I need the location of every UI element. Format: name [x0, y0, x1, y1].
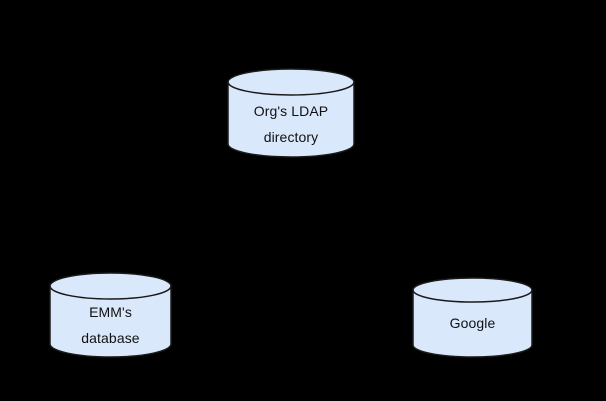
node-emm-database[interactable]: EMM's database — [49, 272, 172, 358]
database-cylinder-icon — [49, 272, 172, 358]
node-google[interactable]: Google — [412, 277, 533, 358]
database-cylinder-icon — [227, 68, 355, 158]
database-cylinder-icon — [412, 277, 533, 358]
node-org-ldap-directory[interactable]: Org's LDAP directory — [227, 68, 355, 158]
